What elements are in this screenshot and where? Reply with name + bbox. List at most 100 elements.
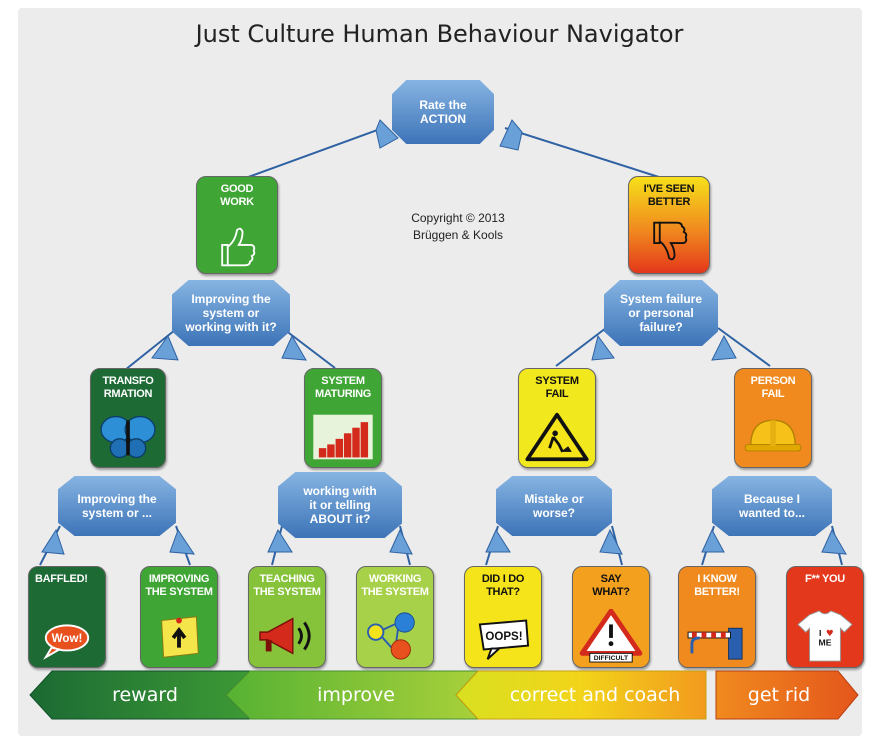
- correct-band: [455, 670, 707, 720]
- card-baffled: BAFFLED! Wow!: [28, 566, 106, 668]
- card-f-you: F** YOU I ♥ ME: [786, 566, 864, 668]
- decision-improving-system: Improving the system or ...: [58, 476, 176, 536]
- decision-label: system or: [202, 306, 260, 320]
- card-system-fail: SYSTEM FAIL: [518, 368, 596, 468]
- card-label: TRANSFO: [102, 375, 154, 387]
- card-label: WORKING: [368, 573, 422, 585]
- arrow-head-icon: [485, 528, 511, 553]
- decision-label: ACTION: [420, 112, 466, 126]
- thumbs-down-icon: [629, 219, 709, 269]
- decision-mistake-or-worse: Mistake or worse?: [496, 476, 612, 536]
- decision-label: working with: [303, 484, 377, 498]
- decision-label: system or ...: [81, 506, 153, 520]
- card-label: RMATION: [103, 388, 153, 400]
- card-label: F** YOU: [805, 573, 845, 585]
- card-label: GOOD: [220, 183, 254, 195]
- card-improving-system: IMPROVING THE SYSTEM: [140, 566, 218, 668]
- megaphone-icon: [249, 609, 325, 663]
- card-label: PERSON: [750, 375, 796, 387]
- card-label: BETTER: [647, 196, 691, 208]
- card-label: SAY: [600, 573, 622, 585]
- decision-working-or-telling: working with it or telling ABOUT it?: [278, 472, 402, 538]
- oops-speech-bubble-icon: OOPS!: [465, 609, 541, 663]
- tshirt-heart-text: ♥: [826, 629, 834, 639]
- arrow-head-icon: [151, 334, 179, 361]
- decision-label: working with it?: [185, 320, 277, 334]
- network-nodes-icon: [357, 609, 433, 663]
- connector-line: [284, 329, 336, 369]
- reward-label: reward: [112, 684, 178, 706]
- decision-failure-type: System failure or personal failure?: [604, 280, 718, 346]
- card-label: THE SYSTEM: [253, 586, 321, 598]
- i-love-me-tshirt-icon: I ♥ ME: [787, 609, 863, 663]
- copyright-line: Copyright © 2013: [411, 211, 505, 225]
- warning-sign-icon: DIFFICULT: [573, 608, 649, 663]
- card-label: SYSTEM: [535, 375, 579, 387]
- arrow-head-icon: [281, 334, 307, 361]
- arrow-head-icon: [389, 528, 413, 555]
- decision-label: or personal: [628, 306, 694, 320]
- card-label: MATURING: [314, 388, 372, 400]
- copyright-authors: Brüggen & Kools: [412, 228, 504, 242]
- arrow-head-icon: [591, 334, 615, 361]
- arrow-head-icon: [499, 119, 523, 151]
- card-label: FAIL: [545, 388, 569, 400]
- tshirt-me-text: ME: [819, 638, 832, 648]
- arrow-head-icon: [821, 528, 847, 555]
- arrow-head-icon: [599, 528, 623, 555]
- get-rid-label: get rid: [747, 684, 811, 706]
- card-person-fail: PERSON FAIL: [734, 368, 812, 468]
- arrow-head-icon: [169, 528, 195, 555]
- card-seen-better: I'VE SEEN BETTER: [628, 176, 710, 274]
- arrow-head-icon: [41, 528, 65, 555]
- connector-line: [555, 327, 607, 367]
- connector-line: [504, 127, 663, 179]
- card-label: THE SYSTEM: [361, 586, 429, 598]
- correct-coach-label: correct and coach: [509, 684, 681, 706]
- barrier-gate-icon: [679, 609, 755, 663]
- connector-line: [239, 127, 384, 181]
- card-did-i-do-that: DID I DO THAT? OOPS!: [464, 566, 542, 668]
- decision-label: wanted to...: [739, 506, 805, 520]
- card-label: THE SYSTEM: [145, 586, 213, 598]
- card-label: WORK: [220, 196, 254, 208]
- arrow-head-icon: [701, 528, 725, 553]
- card-label: BETTER!: [694, 586, 740, 598]
- decision-label: worse?: [532, 506, 575, 520]
- sticky-note-arrow-icon: [141, 609, 217, 663]
- arrow-head-icon: [375, 119, 399, 149]
- stairs-chart-icon: [305, 411, 381, 463]
- thumbs-up-icon: [197, 219, 277, 269]
- card-label: TEACHING: [259, 573, 315, 585]
- wow-text: Wow!: [52, 633, 83, 645]
- card-transformation: TRANSFO RMATION: [90, 368, 166, 468]
- decision-because-wanted: Because I wanted to...: [712, 476, 832, 536]
- connector-line: [717, 327, 771, 367]
- decision-label: it or telling: [309, 498, 371, 512]
- decision-label: Improving the: [191, 292, 271, 306]
- card-label: I'VE SEEN: [643, 183, 695, 195]
- decision-label: Rate the: [419, 98, 467, 112]
- card-label: SYSTEM: [321, 375, 365, 387]
- card-label: BAFFLED!: [35, 573, 88, 585]
- card-label: FAIL: [761, 388, 785, 400]
- card-working-system: WORKING THE SYSTEM: [356, 566, 434, 668]
- decision-label: System failure: [619, 292, 703, 306]
- copyright-notice: Copyright © 2013 Brüggen & Kools: [378, 210, 538, 244]
- decision-improving-or-working: Improving the system or working with it?: [172, 280, 290, 346]
- connector-line: [124, 329, 176, 371]
- arrow-head-icon: [711, 334, 737, 361]
- wow-speech-bubble-icon: Wow!: [29, 609, 105, 663]
- tshirt-i-text: I: [819, 628, 821, 638]
- decision-label: ABOUT it?: [309, 512, 371, 526]
- butterfly-icon: [91, 411, 165, 463]
- decision-label: Improving the: [77, 492, 157, 506]
- card-teaching-system: TEACHING THE SYSTEM: [248, 566, 326, 668]
- road-work-sign-icon: [519, 411, 595, 463]
- arrow-head-icon: [267, 528, 293, 553]
- oops-text: OOPS!: [485, 631, 522, 643]
- card-label: THAT?: [486, 586, 520, 598]
